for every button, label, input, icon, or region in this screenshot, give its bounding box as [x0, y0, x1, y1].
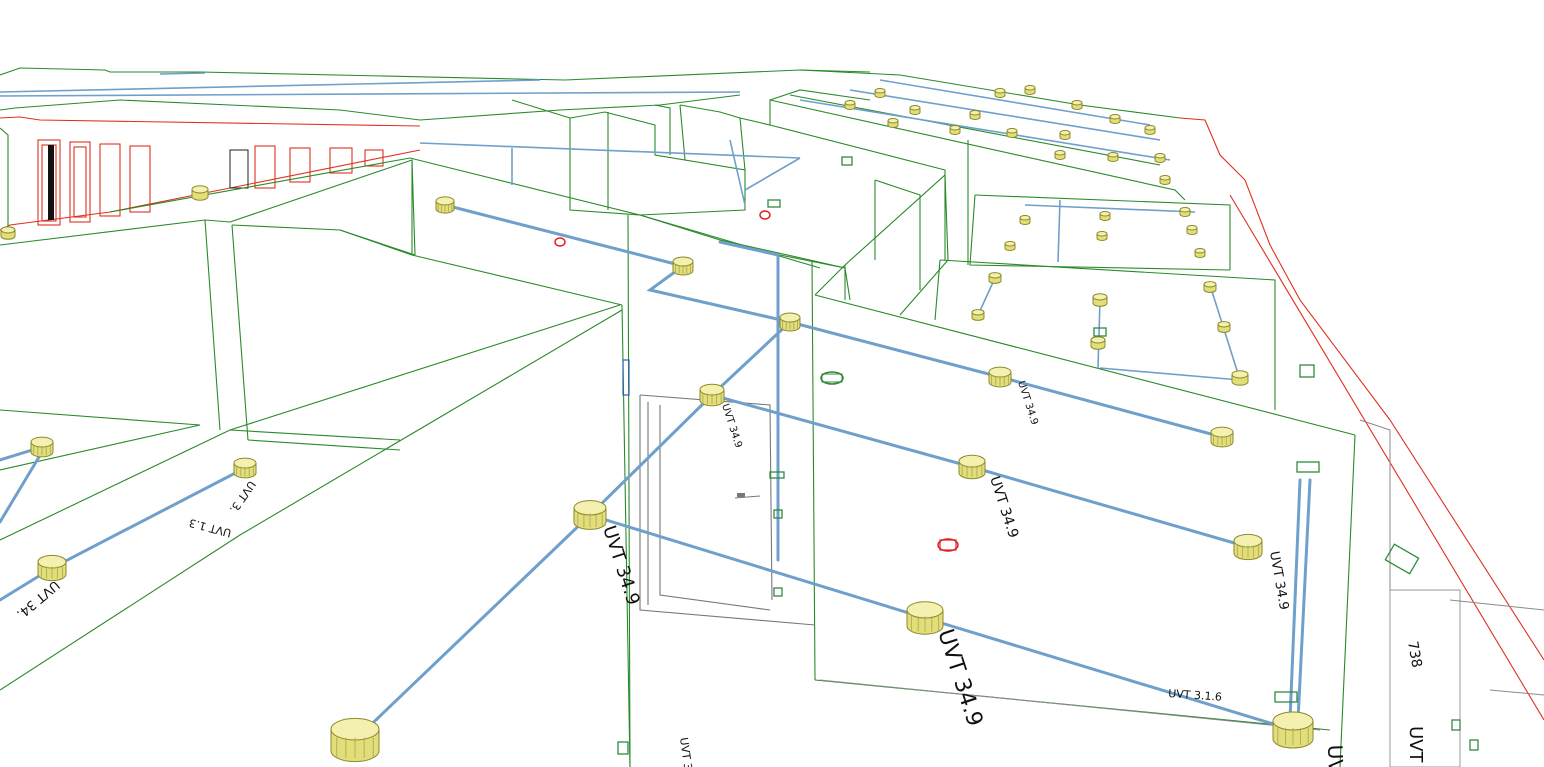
sprinkler-head [1090, 336, 1106, 350]
window-strip [622, 359, 630, 396]
sprinkler-head [1006, 128, 1018, 138]
sprinkler-head [1024, 85, 1036, 95]
sprinkler-head [699, 383, 725, 407]
sprinkler-head [988, 366, 1012, 388]
sprinkler-head [233, 457, 257, 479]
alarm-icon [759, 210, 771, 220]
sprinkler-head [672, 256, 694, 276]
facade-right [769, 69, 1544, 767]
sprinkler-head [1092, 293, 1108, 307]
alarm-devices [554, 210, 959, 552]
sprinkler-head [1159, 175, 1171, 185]
sprinkler-head [988, 272, 1002, 284]
sprinkler-head [1109, 114, 1121, 124]
sprinkler-head [1231, 370, 1249, 386]
sprinkler-head [30, 436, 54, 458]
pipe-tag: UVT 3. [677, 737, 695, 767]
sprinkler-head [1054, 150, 1066, 160]
pipe-tag: UVT 34.9 [598, 523, 643, 608]
sprinkler-pipes [0, 203, 1312, 742]
sprinkler-head [906, 601, 944, 635]
pipe-tag: UVT 1.3 [188, 516, 233, 540]
sprinkler-head [779, 312, 801, 332]
detector-icon [617, 741, 629, 755]
sprinkler-head [1203, 281, 1217, 293]
sprinkler-head [971, 309, 985, 321]
sprinkler-head [909, 105, 921, 115]
sprinkler-head [994, 88, 1006, 98]
detector-icon [820, 371, 844, 385]
detector-icon [773, 509, 783, 519]
sprinkler-head [1144, 125, 1156, 135]
facade-left [0, 67, 871, 231]
room-number: 738 [1404, 640, 1424, 669]
sprinkler-head [844, 100, 856, 110]
sprinkler-head [1019, 215, 1031, 225]
sprinkler-head [1099, 211, 1111, 221]
pipe-tag: UVT 34.9 [1266, 550, 1291, 611]
sprinkler-head [37, 554, 67, 582]
detector-icon [767, 199, 781, 208]
pipe-tag: UVT 34.9 [932, 626, 987, 729]
sprinkler-head [0, 226, 16, 240]
detector-icon [841, 156, 853, 166]
detector-icon [1299, 364, 1315, 378]
pipe-tag: UVT 34.9 [986, 474, 1021, 540]
alarm-icon [554, 237, 566, 247]
sprinkler-heads [0, 85, 1314, 763]
detector-icon [1093, 327, 1107, 337]
detector-icon [1451, 719, 1461, 731]
sprinkler-head [1217, 321, 1231, 333]
pipe-tag: UV [1323, 744, 1348, 767]
detector-icon [1274, 691, 1298, 703]
sprinkler-head [435, 196, 455, 214]
pipe-tag: UVT 3. [227, 478, 258, 515]
sprinkler-head [1186, 225, 1198, 235]
sprinkler-head [1272, 711, 1314, 749]
alarm-icon [937, 538, 959, 552]
detector-icon [1384, 543, 1420, 575]
sprinkler-head [1004, 241, 1016, 251]
pipe-tag: UVT 34. [13, 577, 62, 621]
sprinkler-head [874, 88, 886, 98]
detector-icon [769, 471, 785, 479]
sprinkler-head [1233, 533, 1263, 561]
pipe-tag: UVT 34.9 [719, 403, 744, 450]
pipe-tag: UVT 3 [1405, 726, 1426, 767]
sprinkler-head [1179, 207, 1191, 217]
sprinkler-head [1107, 152, 1119, 162]
sprinkler-head [1071, 100, 1083, 110]
sprinkler-head [949, 125, 961, 135]
sprinkler-head [1210, 426, 1234, 448]
sprinkler-head [330, 717, 380, 763]
sprinkler-head [1194, 248, 1206, 258]
sprinkler-head [887, 118, 899, 128]
sprinkler-head [958, 454, 986, 480]
sprinkler-head [1096, 231, 1108, 241]
sprinkler-head [1154, 153, 1166, 163]
detector-icon [1469, 739, 1479, 751]
sprinkler-head [969, 110, 981, 120]
sprinkler-head [573, 500, 607, 530]
pipe-tag: UVT 3.1.6 [1168, 687, 1223, 704]
sprinkler-head [1059, 130, 1071, 140]
detector-devices [617, 156, 1479, 755]
detector-icon [1296, 461, 1320, 473]
sprinkler-head [191, 185, 209, 201]
detector-icon [773, 587, 783, 597]
